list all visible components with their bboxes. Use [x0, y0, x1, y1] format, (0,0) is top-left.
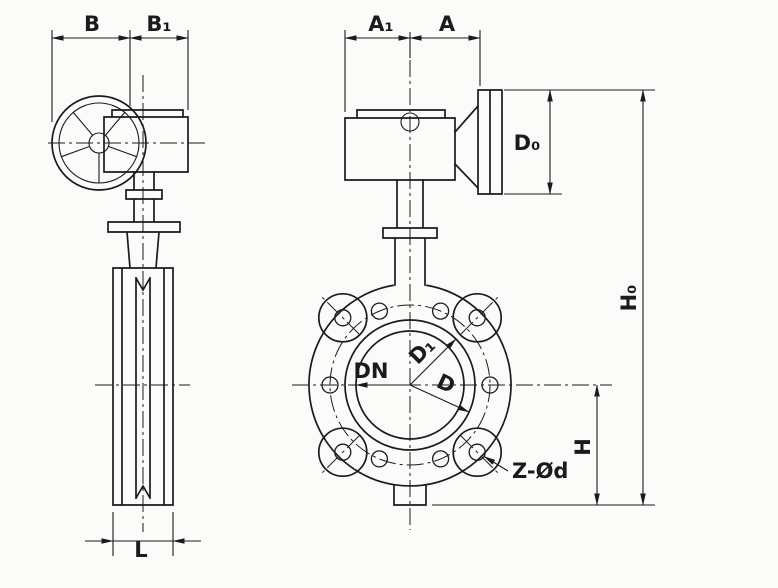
handwheel-spokes: [60, 111, 138, 184]
dim-label-d0: D₀: [514, 131, 541, 155]
bolt-hole: [370, 450, 389, 468]
dim-label-d: D: [433, 369, 459, 398]
side-view-centerlines: [48, 75, 205, 532]
valve-body-side: [112, 267, 174, 506]
bolt-circle: [329, 304, 491, 466]
flange-face-circle: [344, 319, 476, 451]
stem-top-boss: [400, 112, 420, 132]
bolt-hole: [481, 376, 499, 394]
bolt-hole: [431, 302, 450, 320]
pipe-stub: [393, 484, 427, 506]
flange-outer-circle: [308, 284, 512, 487]
label-dn: DN: [353, 359, 388, 383]
handwheel-edge: [453, 89, 503, 195]
lug-hole-lower-left: [334, 443, 352, 461]
lug-hole-upper-right: [468, 309, 486, 327]
d-arrow: [409, 384, 470, 413]
side-view: B B₁ L: [48, 12, 205, 562]
stem-assembly-side: [107, 171, 181, 269]
d1-arrow: [409, 338, 457, 386]
dim-label-l: L: [134, 538, 147, 562]
bolt-hole: [321, 376, 339, 394]
front-view: A₁ A D₀ H₀ H DN D₁ D Z-Ød: [292, 12, 655, 530]
dim-label-b1: B₁: [146, 12, 171, 36]
dim-label-a: A: [439, 12, 456, 36]
dim-label-h: H: [571, 438, 595, 456]
bolt-hole: [370, 302, 389, 320]
lug-hole-lower-right: [468, 443, 486, 461]
gearbox-front: [344, 109, 456, 181]
handwheel-rim-outer: [51, 95, 147, 191]
front-view-centerlines: [292, 60, 612, 530]
label-z-od: Z-Ød: [512, 459, 568, 483]
z-od-leader: [483, 455, 509, 472]
front-view-extension-lines: [344, 30, 655, 506]
bolt-hole: [431, 450, 450, 468]
gearbox-side: [103, 109, 189, 173]
dim-label-b: B: [84, 12, 100, 36]
lug-hole-upper-left: [334, 309, 352, 327]
dim-label-a1: A₁: [368, 12, 393, 36]
stem-assembly-front: [382, 179, 438, 286]
side-view-extension-lines: [51, 30, 189, 556]
dim-label-h0: H₀: [617, 285, 641, 312]
